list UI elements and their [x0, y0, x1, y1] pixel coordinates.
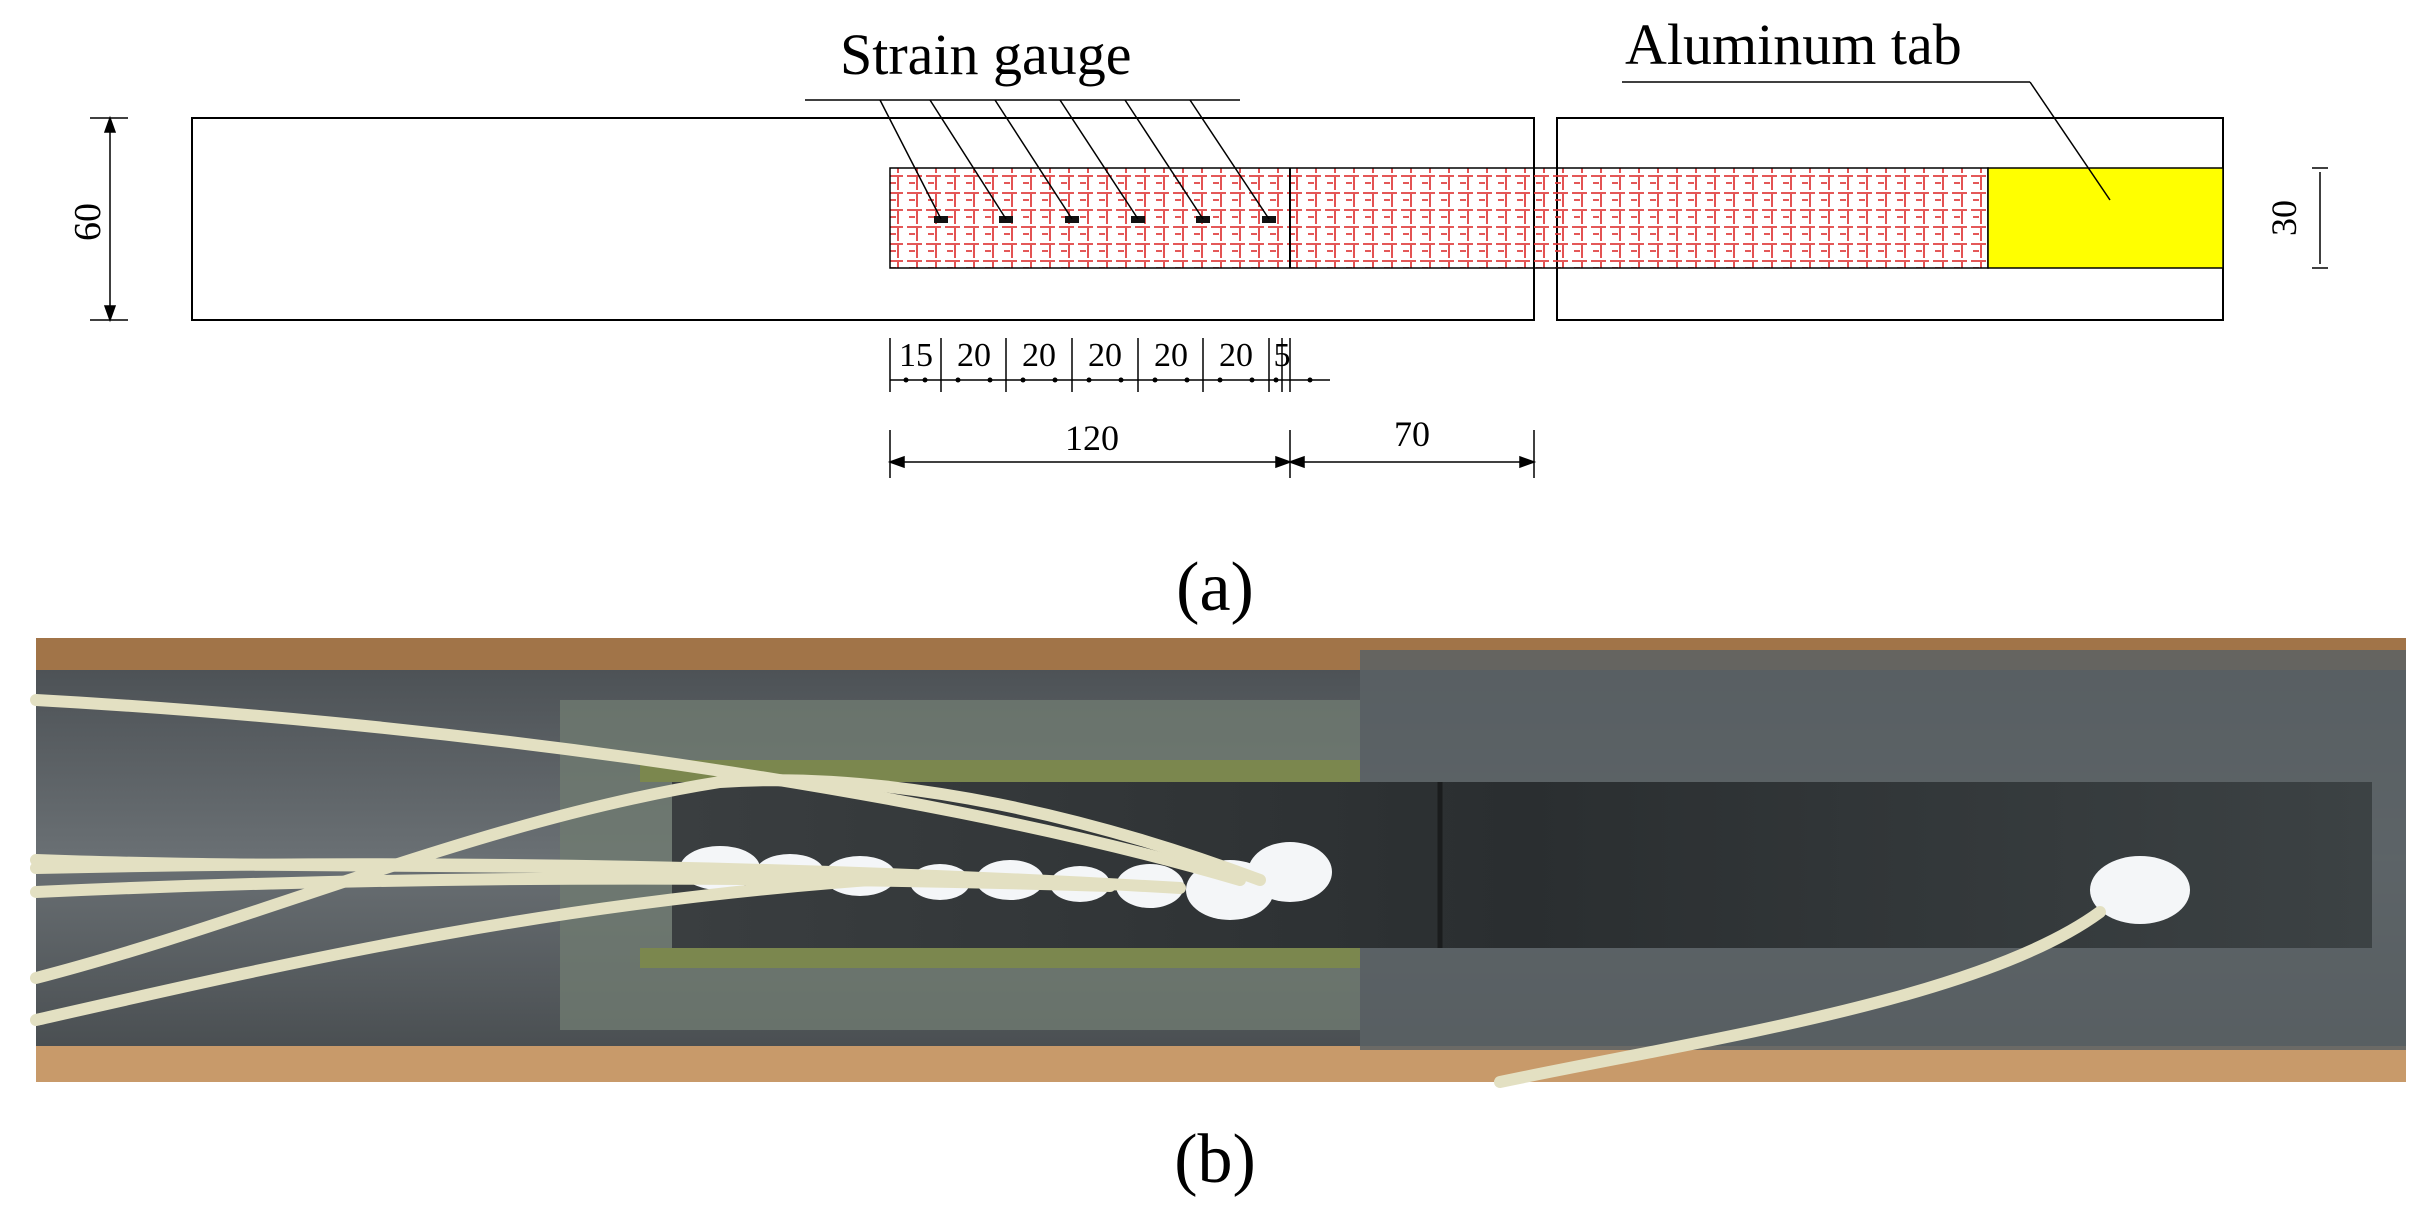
spacing-label-1: 15: [899, 337, 933, 374]
cfrp-grid-region: [889, 167, 1989, 269]
gauge-spacing-labels: 15 20 20 20 20 20 5: [899, 337, 1291, 374]
aluminum-tab: [1987, 167, 2224, 269]
aluminum-tab-leader-diag: [2029, 81, 2111, 201]
strain-gauge-leaders: [805, 99, 1270, 220]
strain-gauge-wires: [30, 694, 2106, 1088]
overlap-length-label: 120: [1065, 418, 1119, 458]
strain-gauge-3: [1065, 216, 1079, 223]
spacing-label-2: 20: [957, 337, 991, 374]
spacing-label-5: 20: [1154, 337, 1188, 374]
overall-dimension: [887, 430, 1537, 478]
strain-gauge-label: Strain gauge: [840, 22, 1132, 87]
strain-gauge-6: [1262, 216, 1276, 223]
strain-gauge-5: [1196, 216, 1210, 223]
width-dimension-inner: [2312, 167, 2328, 269]
strain-gauge-4: [1131, 216, 1145, 223]
spacing-label-3: 20: [1022, 337, 1056, 374]
strain-gauge-1: [934, 216, 948, 223]
gap-length-label: 70: [1394, 414, 1430, 454]
strain-gauge-2: [999, 216, 1013, 223]
spacing-label-7: 5: [1274, 337, 1291, 374]
caption-a: (a): [1176, 549, 1254, 626]
aluminum-tab-label: Aluminum tab: [1625, 12, 1962, 77]
specimen-schematic: Strain gauge Aluminum tab 60 30: [67, 12, 2328, 478]
strain-gauge-markers: [934, 216, 1276, 223]
adhesive-edge-bottom: [640, 948, 1360, 968]
width-inner-label: 30: [2264, 200, 2304, 236]
caption-b: (b): [1174, 1121, 1256, 1198]
gauge-spacing-ticks: [903, 377, 1313, 383]
spacing-label-6: 20: [1219, 337, 1253, 374]
gauge-spacing-dimension: [889, 338, 1330, 392]
width-dimension-outer: [90, 115, 128, 323]
specimen-photo: [30, 638, 2406, 1088]
width-outer-label: 60: [67, 203, 109, 241]
spacing-label-4: 20: [1088, 337, 1122, 374]
wood-strip-bottom: [36, 1046, 2406, 1082]
